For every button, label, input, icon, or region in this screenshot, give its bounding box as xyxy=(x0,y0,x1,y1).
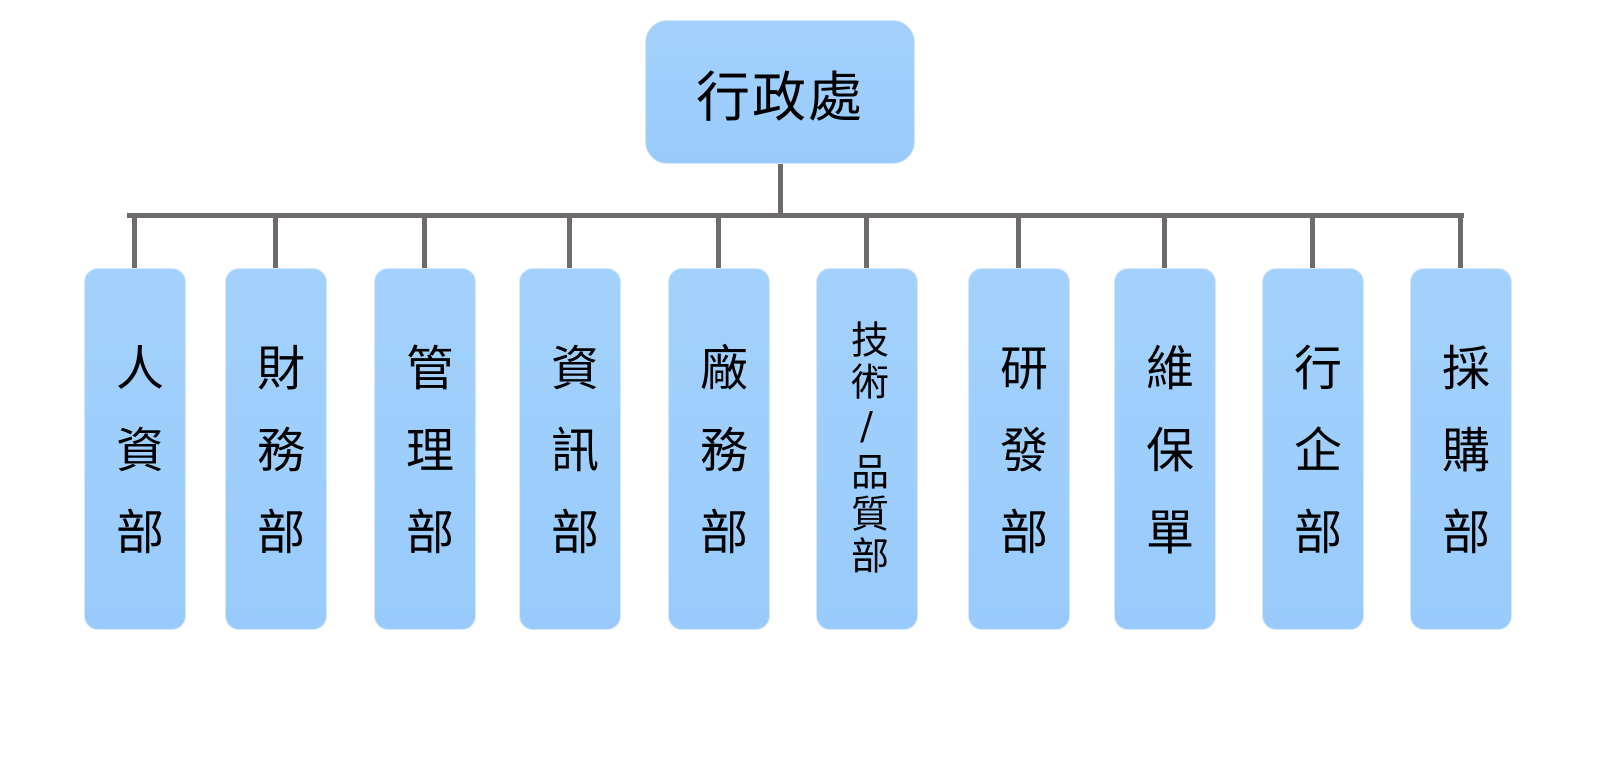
department-connector xyxy=(1458,216,1463,269)
department-node: 人資部 xyxy=(84,268,186,630)
department-node: 行企部 xyxy=(1262,268,1364,630)
department-label: 技術/品質部 xyxy=(844,320,889,578)
root-label: 行政處 xyxy=(696,65,864,129)
department-connector xyxy=(422,216,427,269)
department-connector xyxy=(716,216,721,269)
root-node: 行政處 xyxy=(645,20,915,164)
department-node: 資訊部 xyxy=(519,268,621,630)
department-connector xyxy=(567,216,572,269)
department-label: 研發部 xyxy=(991,343,1047,589)
department-label: 廠務部 xyxy=(691,343,747,589)
department-label: 維保單 xyxy=(1137,343,1193,589)
department-label: 管理部 xyxy=(397,343,453,589)
department-label: 採購部 xyxy=(1433,343,1489,589)
department-node: 維保單 xyxy=(1114,268,1216,630)
department-label: 人資部 xyxy=(107,343,163,589)
department-connector xyxy=(864,216,869,269)
department-node: 研發部 xyxy=(968,268,1070,630)
department-label: 財務部 xyxy=(248,343,304,589)
department-label: 行企部 xyxy=(1285,343,1341,589)
department-connector xyxy=(273,216,278,269)
root-connector xyxy=(778,163,783,218)
department-connector xyxy=(1016,216,1021,269)
department-connector xyxy=(1310,216,1315,269)
department-connector xyxy=(132,216,137,269)
department-node: 財務部 xyxy=(225,268,327,630)
department-node: 採購部 xyxy=(1410,268,1512,630)
horizontal-connector xyxy=(127,213,1464,218)
department-node: 技術/品質部 xyxy=(816,268,918,630)
department-node: 管理部 xyxy=(374,268,476,630)
department-connector xyxy=(1162,216,1167,269)
department-label: 資訊部 xyxy=(542,343,598,589)
department-node: 廠務部 xyxy=(668,268,770,630)
